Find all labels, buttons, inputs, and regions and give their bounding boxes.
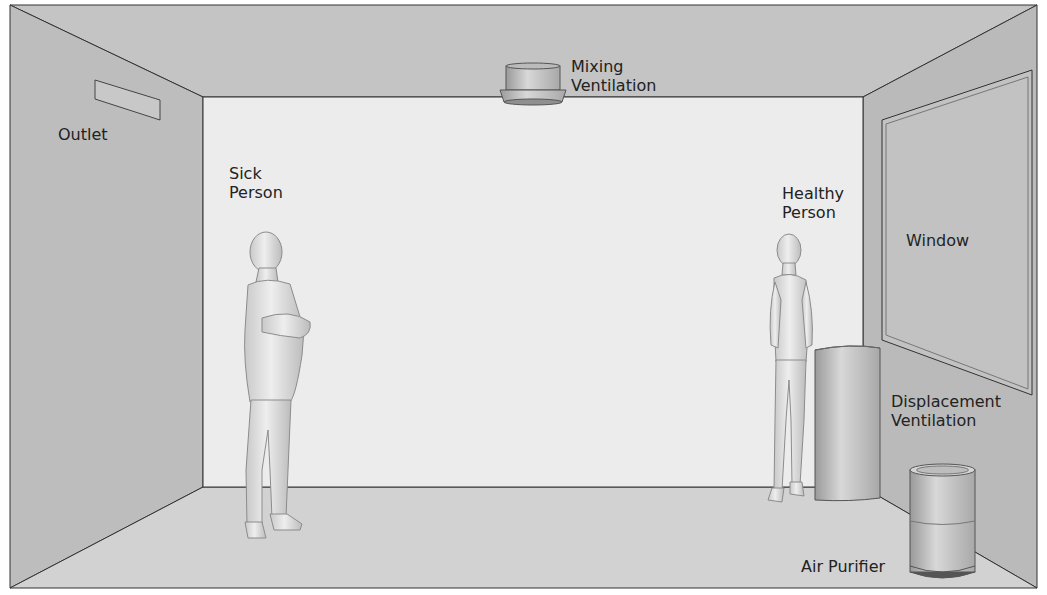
back-wall (203, 97, 863, 487)
part-label: Healthy Person (782, 184, 844, 222)
part-label: Window (906, 231, 969, 250)
floor (10, 487, 1037, 588)
part-label: Outlet (58, 125, 108, 144)
right-wall (863, 5, 1037, 588)
mixing-ventilation-unit (500, 63, 566, 105)
displacement-ventilation-unit (815, 346, 880, 501)
window-frame (886, 77, 1028, 389)
part-label: Displacement Ventilation (891, 392, 1001, 430)
air-purifier (910, 464, 975, 578)
part-label: Air Purifier (801, 557, 885, 576)
outlet-vent (95, 80, 160, 120)
part-label: Mixing Ventilation (571, 57, 656, 95)
healthy-person-figure (768, 234, 812, 502)
sick-person-figure (245, 232, 311, 538)
left-wall (10, 5, 203, 588)
part-label: Sick Person (229, 164, 283, 202)
window (882, 70, 1032, 395)
